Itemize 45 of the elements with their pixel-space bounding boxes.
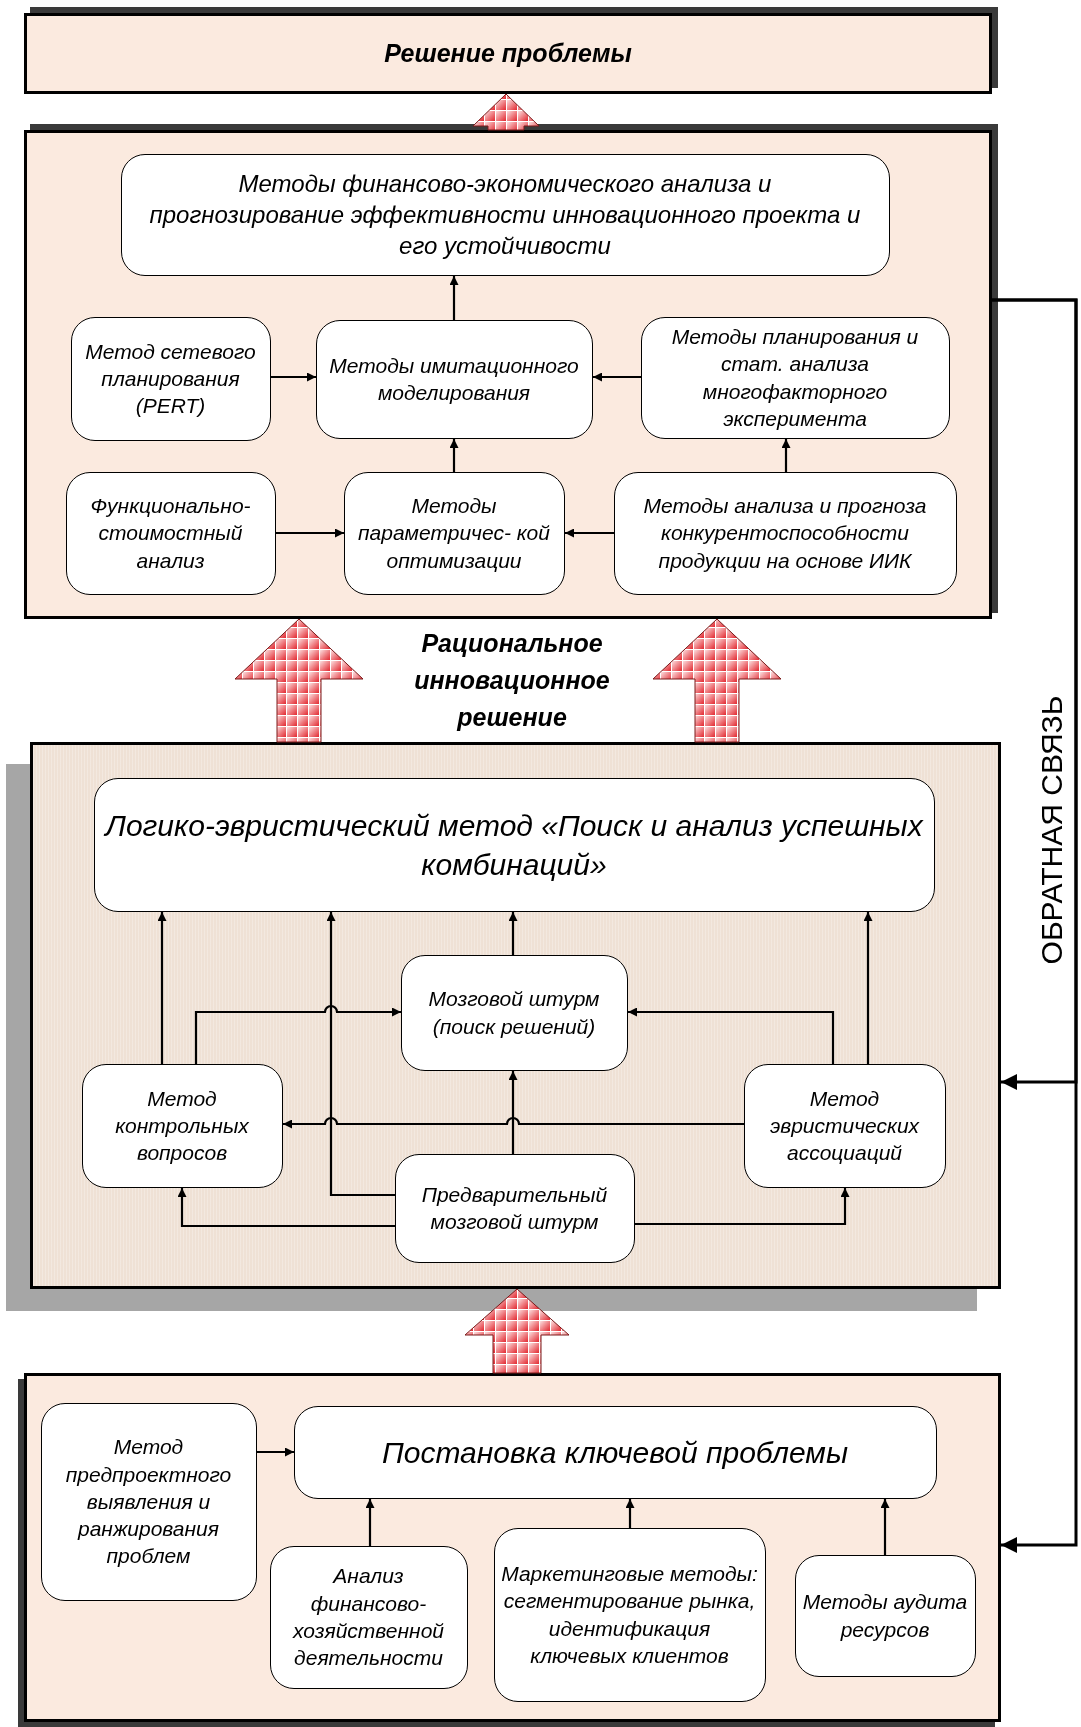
arrow [271,372,316,382]
block-arrow [234,618,364,743]
arrow [365,1499,375,1546]
caption-label: Рациональное инновационное решение [413,628,611,733]
arrow [177,1188,395,1228]
method-box: Метод эвристических ассоциаций [743,1063,946,1188]
side-label: ОБРАТНАЯ СВЯЗЬ [1034,694,1069,967]
method-box: Анализ финансово-хозяйственной деятельности [269,1545,468,1689]
method-box: Функционально-стоимостный анализ [65,471,276,595]
method-box: Методы планирования и стат. анализа многофакторного эксперимента [640,316,950,439]
arrow [508,1071,518,1154]
method-box: Метод сетевого планирования (PERT) [70,316,271,441]
method-box: Постановка ключевой проблемы [293,1405,937,1499]
arrow [635,1188,850,1226]
method-box: Методы имитационного моделирования [315,319,593,439]
method-box: Методы анализа и прогноза конкурентоспособности продукции на основе ИИК [613,471,957,595]
arrow [625,1499,635,1528]
arrow [257,1447,294,1457]
arrow [276,528,344,538]
arrow [449,276,459,320]
method-box: Маркетинговые методы: сегментирование рынка, идентификация ключевых клиентов [493,1527,766,1702]
arrow [194,1004,401,1064]
block-arrow [464,1288,570,1374]
method-box: Методы финансово-экономического анализа и прогнозирование эффективности инновационного проекта и его устойчивости [120,153,890,276]
arrow [880,1499,890,1555]
method-box: Логико-эвристический метод «Поиск и анализ успешных комбинаций» [93,777,935,912]
method-box: Предварительный мозговой штурм [394,1153,635,1263]
method-box: Метод контрольных вопросов [81,1063,283,1188]
block-arrow [472,93,540,131]
arrow [863,912,873,1064]
arrow [565,528,614,538]
method-box: Метод предпроектного выявления и ранжирования проблем [40,1402,257,1601]
arrow [781,439,791,472]
arrow [508,912,518,955]
arrow [593,372,641,382]
block-arrow [652,618,782,743]
method-box: Мозговой штурм (поиск решений) [400,954,628,1071]
arrow [628,1007,835,1064]
method-box: Методы параметричес- кой оптимизации [343,471,565,595]
arrow [157,912,167,1064]
method-box: Методы аудита ресурсов [794,1554,976,1677]
arrow [326,912,395,1197]
arrow [992,298,1078,1553]
arrow [283,1116,744,1129]
arrow [449,439,459,472]
